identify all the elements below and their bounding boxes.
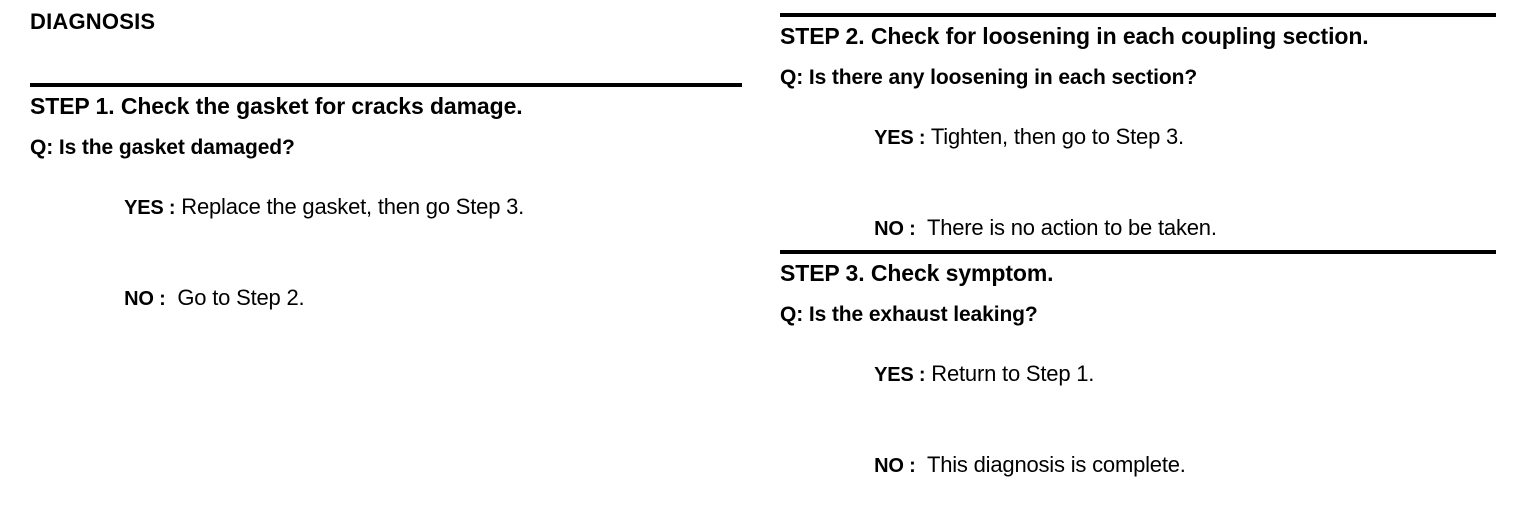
step-2-heading: STEP 2. Check for loosening in each coup… [780,23,1369,49]
step-1-answer-no: NO : Go to Step 2. [30,253,742,344]
answer-key-yes: YES : [874,127,926,149]
step-3-question: Q: Is the exhaust leaking? [780,303,1038,326]
step-3-answer-yes: YES : Return to Step 1. [780,329,1496,420]
left-column: DIAGNOSIS STEP 1. Check the gasket for c… [30,0,742,310]
answer-key-yes: YES : [874,364,926,386]
step-1-qa-block: Q: Is the gasket damaged? YES : Replace … [30,133,742,344]
section-divider-1 [30,83,742,87]
step-3-qa-block: Q: Is the exhaust leaking? YES : Return … [780,300,1496,511]
step-1-answer-yes: YES : Replace the gasket, then go Step 3… [30,162,742,253]
answer-text-yes: Replace the gasket, then go Step 3. [175,194,525,219]
step-section-1: STEP 1. Check the gasket for cracks dama… [30,83,742,344]
answer-key-yes: YES : [124,197,176,219]
answer-text-yes: Return to Step 1. [925,361,1095,386]
step-section-2: STEP 2. Check for loosening in each coup… [780,13,1496,274]
step-3-heading: STEP 3. Check symptom. [780,260,1054,286]
spacer [30,121,742,133]
step-2-qa-block: Q: Is there any loosening in each sectio… [780,63,1496,274]
answer-key-no: NO : [124,288,166,310]
page-title: DIAGNOSIS [30,9,156,34]
spacer [780,288,1496,300]
spacer [780,51,1496,63]
step-section-3: STEP 3. Check symptom. Q: Is the exhaust… [780,250,1496,511]
section-divider-3 [780,250,1496,254]
answer-key-no: NO : [874,218,916,240]
step-2-answer-yes: YES : Tighten, then go to Step 3. [780,92,1496,183]
answer-text-no: Go to Step 2. [165,285,305,310]
answer-text-yes: Tighten, then go to Step 3. [925,124,1184,149]
step-1-question: Q: Is the gasket damaged? [30,136,295,159]
step-3-answer-no: NO : This diagnosis is complete. [780,420,1496,511]
diagnosis-page: DIAGNOSIS STEP 1. Check the gasket for c… [30,0,1496,477]
answer-text-no: There is no action to be taken. [915,215,1217,240]
step-2-answer-no: NO : There is no action to be taken. [780,183,1496,274]
step-1-heading: STEP 1. Check the gasket for cracks dama… [30,93,523,119]
answer-key-no: NO : [874,455,916,477]
step-2-question: Q: Is there any loosening in each sectio… [780,66,1198,89]
section-divider-2 [780,13,1496,17]
answer-text-no: This diagnosis is complete. [915,452,1186,477]
